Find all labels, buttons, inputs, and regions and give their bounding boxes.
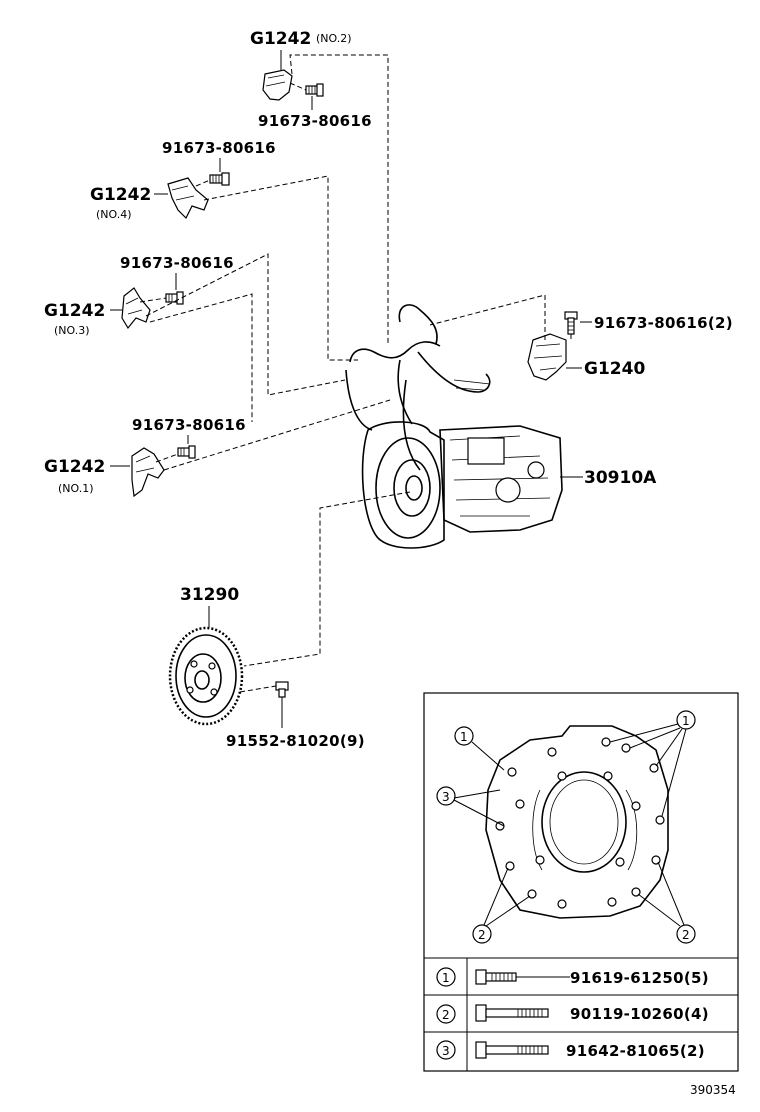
svg-text:3: 3 (442, 1044, 450, 1058)
bolt-no1-label: 91673-80616 (132, 416, 246, 434)
g1242-no3-sub: (NO.3) (54, 324, 90, 337)
g1242-no4-bracket-icon (167, 177, 209, 220)
svg-text:90119-10260(4): 90119-10260(4) (570, 1005, 709, 1023)
g1242-no2-sub: (NO.2) (316, 32, 352, 45)
callout-3: 3 (436, 786, 505, 827)
bolt-no2-label: 91673-80616 (258, 112, 372, 130)
g1242-no4-label: G1242 (90, 185, 151, 205)
svg-text:1: 1 (442, 971, 450, 985)
svg-text:2: 2 (442, 1008, 450, 1022)
g1242-no1-group: 91673-80616 G1242 (NO.1) (44, 399, 391, 498)
drive-plate-group: 31290 91552-81020(9) (168, 585, 365, 750)
drive-plate-bolt-label: 91552-81020(9) (226, 732, 365, 750)
callout-1a: 1 (454, 726, 505, 771)
svg-text:2: 2 (478, 928, 486, 942)
g1240-label: G1240 (584, 359, 645, 379)
bolt-holes (495, 737, 665, 909)
bell-housing-icon (485, 725, 669, 919)
bolt-no1-icon (177, 445, 196, 459)
svg-text:3: 3 (442, 790, 450, 804)
bolt-no2-icon (305, 83, 324, 97)
g1242-no3-group: 91673-80616 G1242 (NO.3) (44, 253, 346, 422)
drive-plate-label: 31290 (180, 585, 239, 605)
g1242-no1-bracket-icon (131, 447, 165, 498)
bolt-no4-label: 91673-80616 (162, 139, 276, 157)
svg-text:91619-61250(5): 91619-61250(5) (570, 969, 709, 987)
g1242-no1-label: G1242 (44, 457, 105, 477)
bolt-g1240-icon (564, 311, 578, 335)
svg-text:1: 1 (682, 714, 690, 728)
callout-1b: 1 (609, 710, 696, 817)
bolt-no3-label: 91673-80616 (120, 254, 234, 272)
drive-plate-icon (168, 626, 244, 726)
table-row: 2 90119-10260(4) (436, 1004, 709, 1024)
callout-2b: 2 (637, 861, 696, 944)
bolt-no4-icon (209, 172, 230, 186)
g1240-bracket-icon (527, 333, 567, 381)
svg-text:91642-81065(2): 91642-81065(2) (566, 1042, 705, 1060)
g1240-group: 91673-80616(2) G1240 (429, 294, 733, 381)
bolt-2-icon (475, 1004, 549, 1022)
g1242-no2-group: G1242 (NO.2) 91673-80616 (250, 29, 389, 345)
drive-plate-bolt-icon (275, 681, 289, 698)
svg-text:2: 2 (682, 928, 690, 942)
g1242-no4-sub: (NO.4) (96, 208, 132, 221)
callout-2a: 2 (472, 867, 531, 944)
g1242-no1-sub: (NO.1) (58, 482, 94, 495)
table-row: 1 91619-61250(5) (436, 967, 709, 987)
svg-text:1: 1 (460, 730, 468, 744)
table-row: 3 91642-81065(2) (436, 1040, 705, 1060)
bolt-g1240-label: 91673-80616(2) (594, 314, 733, 332)
g1242-no3-label: G1242 (44, 301, 105, 321)
inset-panel: 1 1 3 2 2 (423, 692, 739, 1072)
figure-id: 390354 (690, 1083, 736, 1097)
g1242-no4-group: 91673-80616 G1242 (NO.4) (90, 139, 358, 361)
transmission-icon (345, 304, 563, 549)
g1242-no2-bracket-icon (262, 69, 293, 101)
bolt-no3-icon (165, 291, 184, 305)
g1242-no2-label: G1242 (250, 29, 311, 49)
g1242-no3-bracket-icon (121, 287, 151, 330)
transmission-group: 30910A (243, 304, 657, 667)
bolt-3-icon (475, 1041, 549, 1059)
transmission-label: 30910A (584, 468, 657, 488)
